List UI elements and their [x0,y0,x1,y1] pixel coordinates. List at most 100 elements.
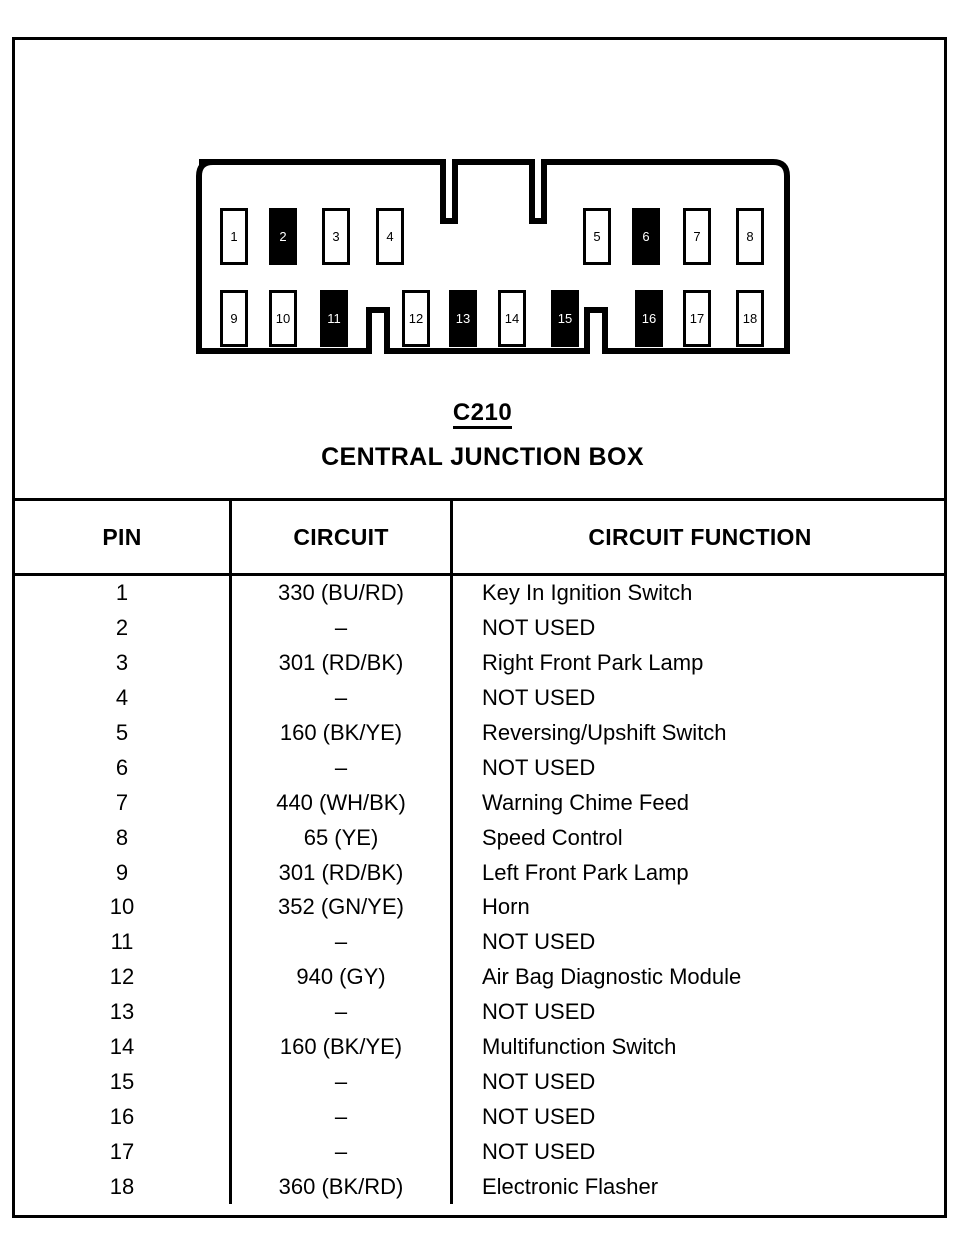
cell-circuit: 65 (YE) [229,820,450,856]
connector-pin-17: 17 [683,290,711,347]
table-row: 11 – NOT USED [15,924,947,960]
cell-circuit: – [229,924,450,960]
connector-pin-11: 11 [320,290,348,347]
cell-circuit: 160 (BK/YE) [229,715,450,751]
table-row: 14 160 (BK/YE) Multifunction Switch [15,1029,947,1065]
table-header-row: PIN CIRCUIT CIRCUIT FUNCTION [15,501,947,576]
pin-assignment-table: PIN CIRCUIT CIRCUIT FUNCTION 1 330 (BU/R… [15,498,947,1205]
table-row: 3 301 (RD/BK) Right Front Park Lamp [15,645,947,681]
cell-pin: 13 [109,999,135,1025]
cell-circuit: 352 (GN/YE) [229,890,450,925]
table-row: 13 – NOT USED [15,994,947,1030]
cell-circuit: – [229,1064,450,1100]
cell-pin: 10 [109,894,135,920]
connector-pin-9: 9 [220,290,248,347]
cell-circuit: 360 (BK/RD) [229,1169,450,1205]
table-row: 12 940 (GY) Air Bag Diagnostic Module [15,959,947,995]
page-border: 1 2 3 4 5 6 7 8 9 10 11 12 13 14 15 16 1… [12,37,947,1218]
cell-pin: 5 [115,720,129,745]
cell-circuit: 330 (BU/RD) [229,576,450,611]
cell-circuit: 440 (WH/BK) [229,785,450,821]
cell-pin: 8 [115,824,129,850]
connector-code: C210 [452,400,513,430]
connector-pin-14: 14 [498,290,526,347]
table-row: 2 – NOT USED [15,610,947,646]
cell-pin: 17 [109,1138,135,1164]
cell-pin: 12 [109,964,135,990]
table-row: 1 330 (BU/RD) Key In Ignition Switch [15,576,947,611]
cell-circuit: – [229,750,450,786]
connector-pin-12: 12 [402,290,430,347]
cell-pin: 7 [115,789,129,815]
connector-name: CENTRAL JUNCTION BOX [321,443,644,472]
table-body: 1 330 (BU/RD) Key In Ignition Switch 2 –… [15,576,947,1205]
cell-function: NOT USED [450,994,947,1030]
cell-pin: 6 [115,754,129,780]
table-row: 7 440 (WH/BK) Warning Chime Feed [15,785,947,821]
connector-pin-7: 7 [683,208,711,265]
cell-circuit: 301 (RD/BK) [229,855,450,891]
cell-function: Left Front Park Lamp [450,855,947,891]
cell-pin: 4 [115,685,129,711]
cell-circuit: 160 (BK/YE) [229,1029,450,1065]
cell-function: NOT USED [450,1134,947,1170]
column-header-function: CIRCUIT FUNCTION [450,501,947,573]
cell-pin: 1 [115,580,129,606]
cell-circuit: – [229,1099,450,1135]
cell-function: Key In Ignition Switch [450,576,947,611]
table-row: 6 – NOT USED [15,750,947,786]
table-row: 16 – NOT USED [15,1099,947,1135]
cell-function: NOT USED [450,1099,947,1135]
cell-function: Speed Control [450,820,947,856]
cell-function: Horn [450,890,947,925]
cell-circuit: – [229,994,450,1030]
table-row: 9 301 (RD/BK) Left Front Park Lamp [15,855,947,891]
table-row: 15 – NOT USED [15,1064,947,1100]
connector-pin-5: 5 [583,208,611,265]
connector-pin-10: 10 [269,290,297,347]
cell-pin: 18 [109,1173,135,1199]
connector-pin-1: 1 [220,208,248,265]
connector-pin-6: 6 [632,208,660,265]
cell-circuit: 940 (GY) [229,959,450,995]
cell-pin: 9 [115,859,129,885]
cell-pin: 16 [109,1103,135,1129]
connector-pin-3: 3 [322,208,350,265]
cell-function: Reversing/Upshift Switch [450,715,947,751]
column-header-circuit: CIRCUIT [229,501,450,573]
table-row: 17 – NOT USED [15,1134,947,1170]
cell-circuit: – [229,610,450,646]
cell-function: NOT USED [450,680,947,716]
connector-pin-15: 15 [551,290,579,347]
cell-function: Electronic Flasher [450,1169,947,1205]
table-row: 4 – NOT USED [15,680,947,716]
cell-circuit: – [229,1134,450,1170]
cell-function: NOT USED [450,1064,947,1100]
connector-pin-18: 18 [736,290,764,347]
cell-circuit: 301 (RD/BK) [229,645,450,681]
cell-function: NOT USED [450,610,947,646]
cell-pin: 11 [110,929,134,955]
cell-function: NOT USED [450,924,947,960]
cell-pin: 2 [115,615,129,641]
table-row: 18 360 (BK/RD) Electronic Flasher [15,1169,947,1205]
cell-function: Air Bag Diagnostic Module [450,959,947,995]
connector-caption: C210 CENTRAL JUNCTION BOX [15,400,950,472]
cell-circuit: – [229,680,450,716]
connector-pin-4: 4 [376,208,404,265]
cell-function: NOT USED [450,750,947,786]
table-row: 5 160 (BK/YE) Reversing/Upshift Switch [15,715,947,751]
connector-pin-16: 16 [635,290,663,347]
connector-illustration: 1 2 3 4 5 6 7 8 9 10 11 12 13 14 15 16 1… [15,40,950,495]
table-row: 10 352 (GN/YE) Horn [15,890,947,925]
cell-function: Multifunction Switch [450,1029,947,1065]
cell-pin: 14 [109,1034,135,1060]
table-row: 8 65 (YE) Speed Control [15,820,947,856]
connector-pin-13: 13 [449,290,477,347]
cell-function: Warning Chime Feed [450,785,947,821]
cell-pin: 15 [109,1068,135,1094]
cell-function: Right Front Park Lamp [450,645,947,681]
cell-pin: 3 [115,650,129,676]
connector-pin-8: 8 [736,208,764,265]
connector-pin-2: 2 [269,208,297,265]
